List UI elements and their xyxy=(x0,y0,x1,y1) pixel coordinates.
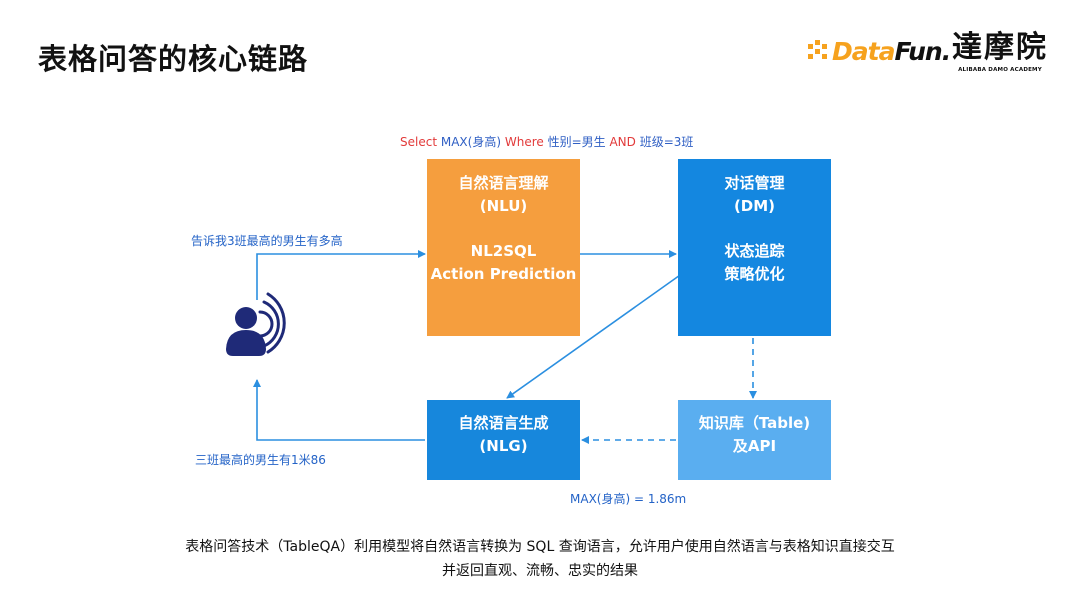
sql-condition-gender: 性别=男生 xyxy=(547,135,606,149)
sql-max-expr: MAX(身高) xyxy=(440,135,502,149)
nlu-title: 自然语言理解 xyxy=(458,174,549,192)
dm-abbr: (DM) xyxy=(733,197,776,215)
damo-logo-en: ALIBABA DAMO ACADEMY xyxy=(958,67,1042,73)
user-speaking-icon xyxy=(226,292,286,356)
user-question-label: 告诉我3班最高的男生有多高 xyxy=(191,234,343,248)
dm-task-1: 状态追踪 xyxy=(724,242,785,260)
damo-logo-cn: 達摩院 xyxy=(952,30,1048,65)
nlu-task-1: NL2SQL xyxy=(470,242,537,260)
knowledge-base-box: 知识库（Table) 及API xyxy=(678,400,831,480)
nlu-abbr: (NLU) xyxy=(479,197,528,215)
arrow-user-to-nlu xyxy=(256,250,426,300)
datafun-logo-text-2: Fun. xyxy=(894,36,951,66)
nlu-task-2: Action Prediction xyxy=(430,265,577,283)
kb-title: 知识库（Table) xyxy=(698,414,811,432)
datafun-dots-icon xyxy=(808,40,830,62)
system-answer-label: 三班最高的男生有1米86 xyxy=(195,453,326,467)
damo-logo: 達摩院 ALIBABA DAMO ACADEMY xyxy=(950,30,1050,74)
dm-box: 对话管理 (DM) 状态追踪 策略优化 xyxy=(678,159,831,336)
nlg-abbr: (NLG) xyxy=(479,437,528,455)
sql-select-keyword: Select xyxy=(400,135,438,149)
nlu-box: 自然语言理解 (NLU) NL2SQL Action Prediction xyxy=(427,159,580,336)
sql-query-label: Select MAX(身高) Where 性别=男生 AND 班级=3班 xyxy=(400,133,693,150)
nlg-box: 自然语言生成 (NLG) xyxy=(427,400,580,480)
sql-condition-class: 班级=3班 xyxy=(639,135,694,149)
arrow-dm-to-nlg xyxy=(506,267,691,399)
sql-where-keyword: Where xyxy=(504,135,544,149)
slide-title: 表格问答的核心链路 xyxy=(38,42,309,76)
nlg-title: 自然语言生成 xyxy=(458,414,549,432)
sql-and-keyword: AND xyxy=(609,135,636,149)
arrow-nlg-to-user xyxy=(253,379,425,441)
dm-task-2: 策略优化 xyxy=(724,265,785,283)
query-result-label: MAX(身高) = 1.86m xyxy=(570,492,687,506)
dm-title: 对话管理 xyxy=(724,174,785,192)
caption-line-1: 表格问答技术（TableQA）利用模型将自然语言转换为 SQL 查询语言，允许用… xyxy=(185,539,895,555)
slide-caption: 表格问答技术（TableQA）利用模型将自然语言转换为 SQL 查询语言，允许用… xyxy=(0,535,1080,583)
kb-subtitle: 及API xyxy=(732,437,777,455)
caption-line-2: 并返回直观、流畅、忠实的结果 xyxy=(442,563,638,579)
datafun-logo-text: Data xyxy=(832,36,895,66)
